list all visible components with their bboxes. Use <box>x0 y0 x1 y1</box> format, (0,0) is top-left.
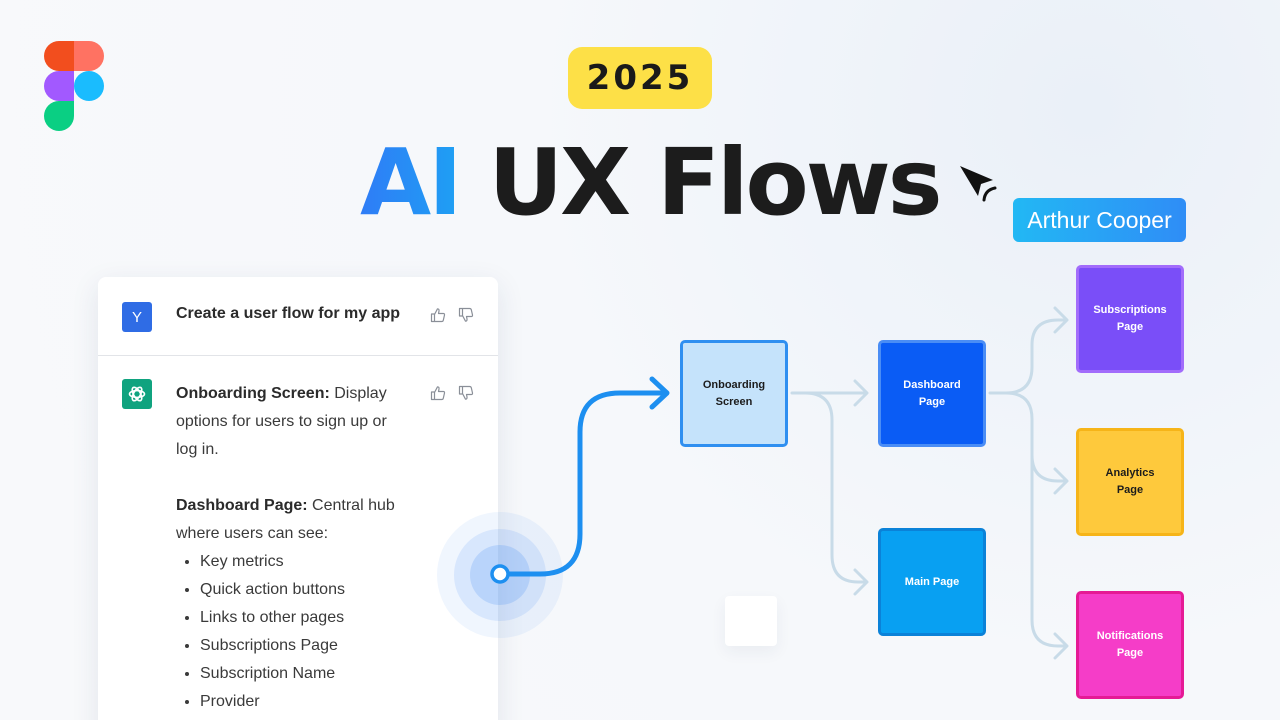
chatgpt-logo-icon <box>122 379 152 409</box>
response-onboarding: Onboarding Screen: Display options for u… <box>176 385 387 458</box>
list-item: Provider <box>200 688 411 716</box>
user-message-feedback <box>430 307 474 323</box>
thumbs-up-icon[interactable] <box>430 307 446 323</box>
thumbs-down-icon[interactable] <box>458 385 474 401</box>
user-message: Create a user flow for my app <box>176 305 401 322</box>
title-ai: AI <box>360 129 462 236</box>
blank-card <box>725 596 777 646</box>
list-item: Subscription Name <box>200 660 411 688</box>
response-feedback <box>430 385 474 401</box>
list-item: Quick action buttons <box>200 576 411 604</box>
list-item: Subscriptions Page <box>200 632 411 660</box>
thumbs-down-icon[interactable] <box>458 307 474 323</box>
figma-logo-icon <box>44 41 104 131</box>
flow-node-main-page[interactable]: Main Page <box>878 528 986 636</box>
page-title: AI UX Flows <box>360 128 942 238</box>
thumbs-up-icon[interactable] <box>430 385 446 401</box>
list-item: Key metrics <box>200 548 411 576</box>
response-dashboard: Dashboard Page: Central hub where users … <box>176 492 411 716</box>
collaborator-name-tag: Arthur Cooper <box>1013 198 1186 242</box>
title-rest: UX Flows <box>459 129 942 236</box>
chat-panel: Y Create a user flow for my app Onboardi… <box>98 277 498 720</box>
assistant-response: Onboarding Screen: Display options for u… <box>176 380 411 716</box>
chat-divider <box>98 355 498 356</box>
year-badge: 2025 <box>568 47 712 109</box>
response-list: Key metrics Quick action buttons Links t… <box>200 548 411 716</box>
user-avatar: Y <box>122 302 152 332</box>
cursor-arrow-icon <box>960 166 997 202</box>
list-item: Links to other pages <box>200 604 411 632</box>
flow-start-node[interactable] <box>437 512 563 638</box>
